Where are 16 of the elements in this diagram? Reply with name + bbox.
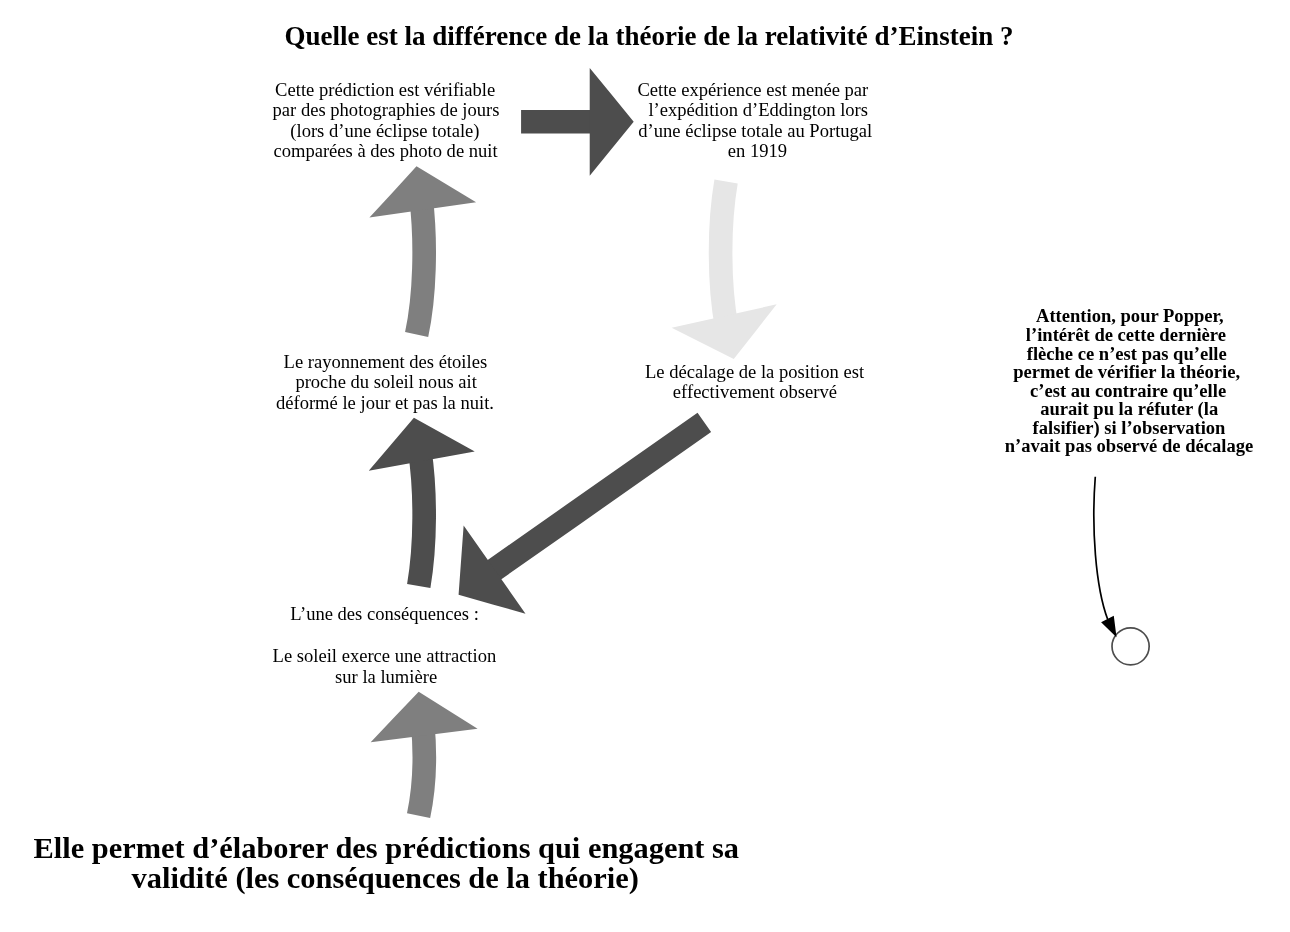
- arrow: [1093, 475, 1117, 637]
- arrow: [368, 417, 475, 588]
- arrow: [671, 179, 777, 359]
- node-text: Le décalage de la position est effectivement observé: [645, 360, 865, 402]
- node-text: Elle permet d’élaborer des prédictions qui engagent sa validité (les conséquences de la théorie): [33, 829, 740, 895]
- node-text: L’une des conséquences : Le soleil exerce une attraction sur la lumière: [272, 602, 497, 687]
- node-text: Cette prédiction est vérifiable par des photographies de jours (lors d’une éclipse totale) comparées à des photo de nuit: [272, 78, 500, 161]
- arrow: [369, 165, 477, 337]
- arrow: [521, 67, 634, 176]
- arrow: [370, 691, 478, 818]
- node-text: Cette expérience est menée par l’expédition d’Eddington lors d’une éclipse totale au Portugal en 1919: [637, 78, 873, 161]
- node-text: Le rayonnement des étoiles proche du soleil nous ait déformé le jour et pas la nuit.: [275, 350, 495, 413]
- node-text: Attention, pour Popper, l’intérêt de cette dernière flèche ce n’est pas qu’elle permet de vérifier la théorie, c’est au contraire qu’elle aurait pu la réfuter (la falsifier) si l’observation n’avait pas observé de décalage: [1004, 304, 1254, 456]
- diagram-title: Quelle est la différence de la théorie de la relativité d’Einstein ?: [284, 20, 1014, 51]
- arrow: [458, 412, 712, 614]
- node-circle: [1111, 626, 1150, 666]
